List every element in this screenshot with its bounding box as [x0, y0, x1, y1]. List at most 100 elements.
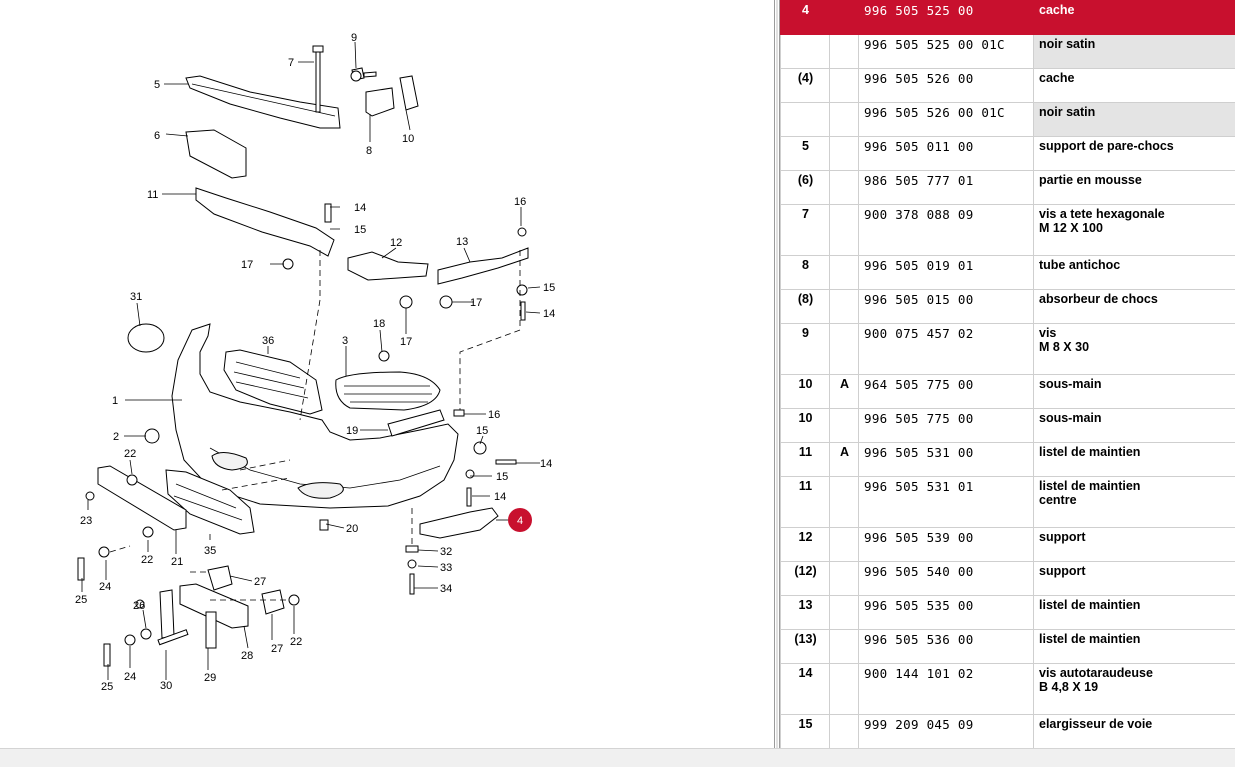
- svg-text:12: 12: [390, 237, 402, 249]
- svg-text:3: 3: [342, 335, 348, 347]
- horizontal-scrollbar[interactable]: [0, 748, 1235, 767]
- svg-text:7: 7: [288, 57, 294, 69]
- parts-row-position: 11: [781, 477, 830, 528]
- description-line-2: centre: [1039, 493, 1231, 507]
- parts-row-variant: [830, 171, 859, 205]
- diagram-parts: [78, 46, 528, 666]
- parts-row-part-number: 900 144 101 02: [859, 664, 1034, 715]
- parts-row-description: listel de maintien: [1034, 630, 1235, 664]
- parts-row-position: 9: [781, 324, 830, 375]
- parts-row-part-number: 996 505 539 00: [859, 528, 1034, 562]
- parts-row-position: [781, 103, 830, 137]
- svg-text:14: 14: [543, 308, 555, 320]
- description-line-2: B 4,8 X 19: [1039, 680, 1231, 694]
- svg-text:27: 27: [271, 643, 283, 655]
- parts-row-part-number: 996 505 536 00: [859, 630, 1034, 664]
- svg-text:34: 34: [440, 583, 452, 595]
- description-line-1: listel de maintien: [1039, 598, 1140, 612]
- svg-text:2: 2: [113, 431, 119, 443]
- svg-text:36: 36: [262, 335, 274, 347]
- parts-row-part-number: 996 505 015 00: [859, 290, 1034, 324]
- parts-row-part-number: 996 505 775 00: [859, 409, 1034, 443]
- description-line-1: support de pare-chocs: [1039, 139, 1174, 153]
- parts-row-position: 10: [781, 409, 830, 443]
- parts-row-variant: [830, 664, 859, 715]
- parts-row-part-number: 996 505 525 00 01C: [859, 35, 1034, 69]
- parts-row-position: (4): [781, 69, 830, 103]
- parts-row-position: (6): [781, 171, 830, 205]
- parts-row-variant: [830, 630, 859, 664]
- parts-row-description: partie en mousse: [1034, 171, 1235, 205]
- parts-row-description: listel de maintien: [1034, 443, 1235, 477]
- parts-row-description: absorbeur de chocs: [1034, 290, 1235, 324]
- parts-row-variant: [830, 69, 859, 103]
- parts-row-part-number: 996 505 019 01: [859, 256, 1034, 290]
- svg-text:32: 32: [440, 546, 452, 558]
- svg-text:15: 15: [543, 282, 555, 294]
- parts-row-part-number: 996 505 525 00: [859, 1, 1034, 35]
- svg-text:18: 18: [373, 318, 385, 330]
- description-line-1: listel de maintien: [1039, 632, 1140, 646]
- description-line-1: support: [1039, 564, 1086, 578]
- parts-row-variant: [830, 35, 859, 69]
- svg-text:11: 11: [147, 189, 158, 201]
- parts-row-description: listel de maintien: [1034, 596, 1235, 630]
- description-line-1: cache: [1039, 3, 1074, 17]
- parts-row-variant: [830, 715, 859, 749]
- parts-row-variant: [830, 562, 859, 596]
- parts-row-variant: [830, 290, 859, 324]
- parts-row-description: cache: [1034, 69, 1235, 103]
- parts-row-part-number: 996 505 531 01: [859, 477, 1034, 528]
- svg-text:22: 22: [290, 636, 302, 648]
- callout-leaders: 5 6 7 9 10 8 11 14 15 17 12 13 16 15 14 …: [75, 32, 555, 693]
- parts-row-description: support: [1034, 562, 1235, 596]
- exploded-parts-diagram: 5 6 7 9 10 8 11 14 15 17 12 13 16 15 14 …: [0, 0, 774, 748]
- svg-text:31: 31: [130, 291, 142, 303]
- description-line-2: M 8 X 30: [1039, 340, 1231, 354]
- description-line-1: listel de maintien: [1039, 479, 1140, 493]
- svg-text:19: 19: [346, 425, 358, 437]
- parts-row-variant: [830, 103, 859, 137]
- parts-row-position: 7: [781, 205, 830, 256]
- svg-text:5: 5: [154, 79, 160, 91]
- parts-row-variant: [830, 137, 859, 171]
- parts-row-description: elargisseur de voie: [1034, 715, 1235, 749]
- diagram-svg: 5 6 7 9 10 8 11 14 15 17 12 13 16 15 14 …: [0, 0, 774, 748]
- parts-row-part-number: 996 505 540 00: [859, 562, 1034, 596]
- parts-row-description: tube antichoc: [1034, 256, 1235, 290]
- parts-row-position: 8: [781, 256, 830, 290]
- svg-text:22: 22: [141, 554, 153, 566]
- parts-row-description: support: [1034, 528, 1235, 562]
- parts-row-variant: [830, 324, 859, 375]
- description-line-1: support: [1039, 530, 1086, 544]
- svg-text:23: 23: [80, 515, 92, 527]
- svg-text:10: 10: [402, 133, 414, 145]
- svg-text:22: 22: [124, 448, 136, 460]
- svg-text:9: 9: [351, 32, 357, 44]
- callout-4-highlight[interactable]: 4: [496, 508, 532, 532]
- parts-row-variant: A: [830, 443, 859, 477]
- description-line-1: noir satin: [1039, 105, 1095, 119]
- description-line-2: M 12 X 100: [1039, 221, 1231, 235]
